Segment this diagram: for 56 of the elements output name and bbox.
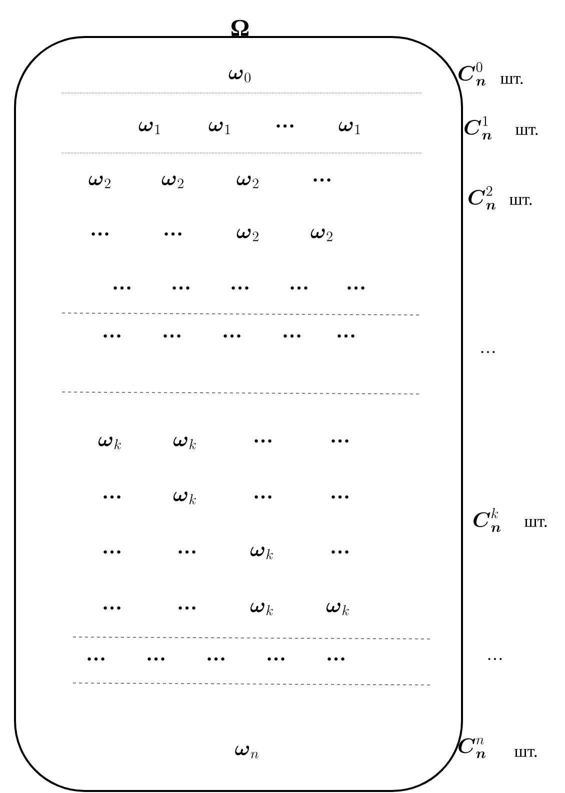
ellipsis: … — [276, 124, 294, 128]
ellipsis: … — [268, 657, 284, 661]
symbol-label: $\boldsymbol{\omega}_{k}$ — [250, 602, 273, 616]
ellipsis: … — [254, 439, 272, 443]
ellipsis: … — [164, 232, 182, 236]
ellipsis: … — [92, 232, 108, 236]
symbol-label: $\boldsymbol{\omega}_{1}$ — [138, 122, 160, 134]
ellipsis: … — [148, 657, 164, 661]
ellipsis: … — [104, 495, 120, 499]
symbol-label: $\boldsymbol{\omega}_{k}$ — [98, 436, 121, 450]
symbol-label: $\boldsymbol{\omega}_{k}$ — [250, 546, 273, 560]
symbol-label: $\boldsymbol{\omega}_{2}$ — [310, 228, 332, 242]
unit-label: шт. — [516, 126, 538, 136]
ellipsis: … — [314, 178, 330, 182]
symbol-label: $\boldsymbol{\omega}_{1}$ — [338, 122, 360, 134]
ellipsis: … — [254, 495, 272, 499]
symbol-label: $\boldsymbol{\omega}_{2}$ — [88, 176, 110, 188]
ellipsis: … — [488, 658, 502, 660]
count-formula: $\boldsymbol{C}_{\boldsymbol{n}}^{n}$ — [458, 738, 486, 758]
ellipsis: … — [224, 334, 240, 338]
ellipsis: … — [290, 286, 308, 290]
ellipsis: … — [332, 439, 348, 443]
count-formula: $\boldsymbol{C}_{\boldsymbol{n}}^{0}$ — [458, 62, 486, 86]
unit-label: шт. — [524, 518, 547, 528]
symbol-label: $\boldsymbol{\omega}_{k}$ — [173, 492, 196, 504]
ellipsis: … — [284, 334, 300, 338]
symbol-label: $\boldsymbol{\omega}_{2}$ — [236, 176, 258, 188]
ellipsis: … — [332, 550, 348, 554]
ellipsis: … — [114, 286, 130, 290]
symbol-label: $\boldsymbol{\omega}_{0}$ — [228, 70, 250, 82]
ellipsis: … — [88, 657, 104, 661]
count-formula: $\boldsymbol{C}_{\boldsymbol{n}}^{k}$ — [474, 508, 501, 532]
ellipsis: … — [104, 334, 120, 338]
ellipsis: … — [338, 334, 354, 338]
ellipsis: … — [172, 286, 190, 290]
ellipsis: … — [104, 606, 120, 610]
node-label: Ω — [231, 20, 249, 36]
ellipsis: … — [348, 286, 364, 290]
ellipsis: … — [208, 657, 224, 661]
symbol-label: $\boldsymbol{\omega}_{1}$ — [208, 122, 230, 134]
ellipsis: … — [232, 286, 248, 290]
ellipsis: … — [328, 657, 344, 661]
ellipsis: … — [164, 334, 180, 338]
ellipsis: … — [178, 550, 196, 554]
unit-label: шт. — [514, 748, 537, 758]
unit-label: шт. — [510, 196, 532, 206]
ellipsis: … — [481, 351, 495, 353]
symbol-label: $\boldsymbol{\omega}_{k}$ — [173, 436, 196, 450]
unit-label: шт. — [500, 76, 523, 84]
symbol-label: $\boldsymbol{\omega}_{k}$ — [326, 602, 349, 616]
ellipsis: … — [104, 550, 120, 554]
symbol-label: $\boldsymbol{\omega}_{n}$ — [235, 746, 258, 758]
ellipsis: … — [332, 495, 348, 499]
symbol-label: $\boldsymbol{\omega}_{2}$ — [162, 176, 184, 188]
ellipsis: … — [178, 606, 196, 610]
symbol-label: $\boldsymbol{\omega}_{2}$ — [236, 228, 258, 242]
